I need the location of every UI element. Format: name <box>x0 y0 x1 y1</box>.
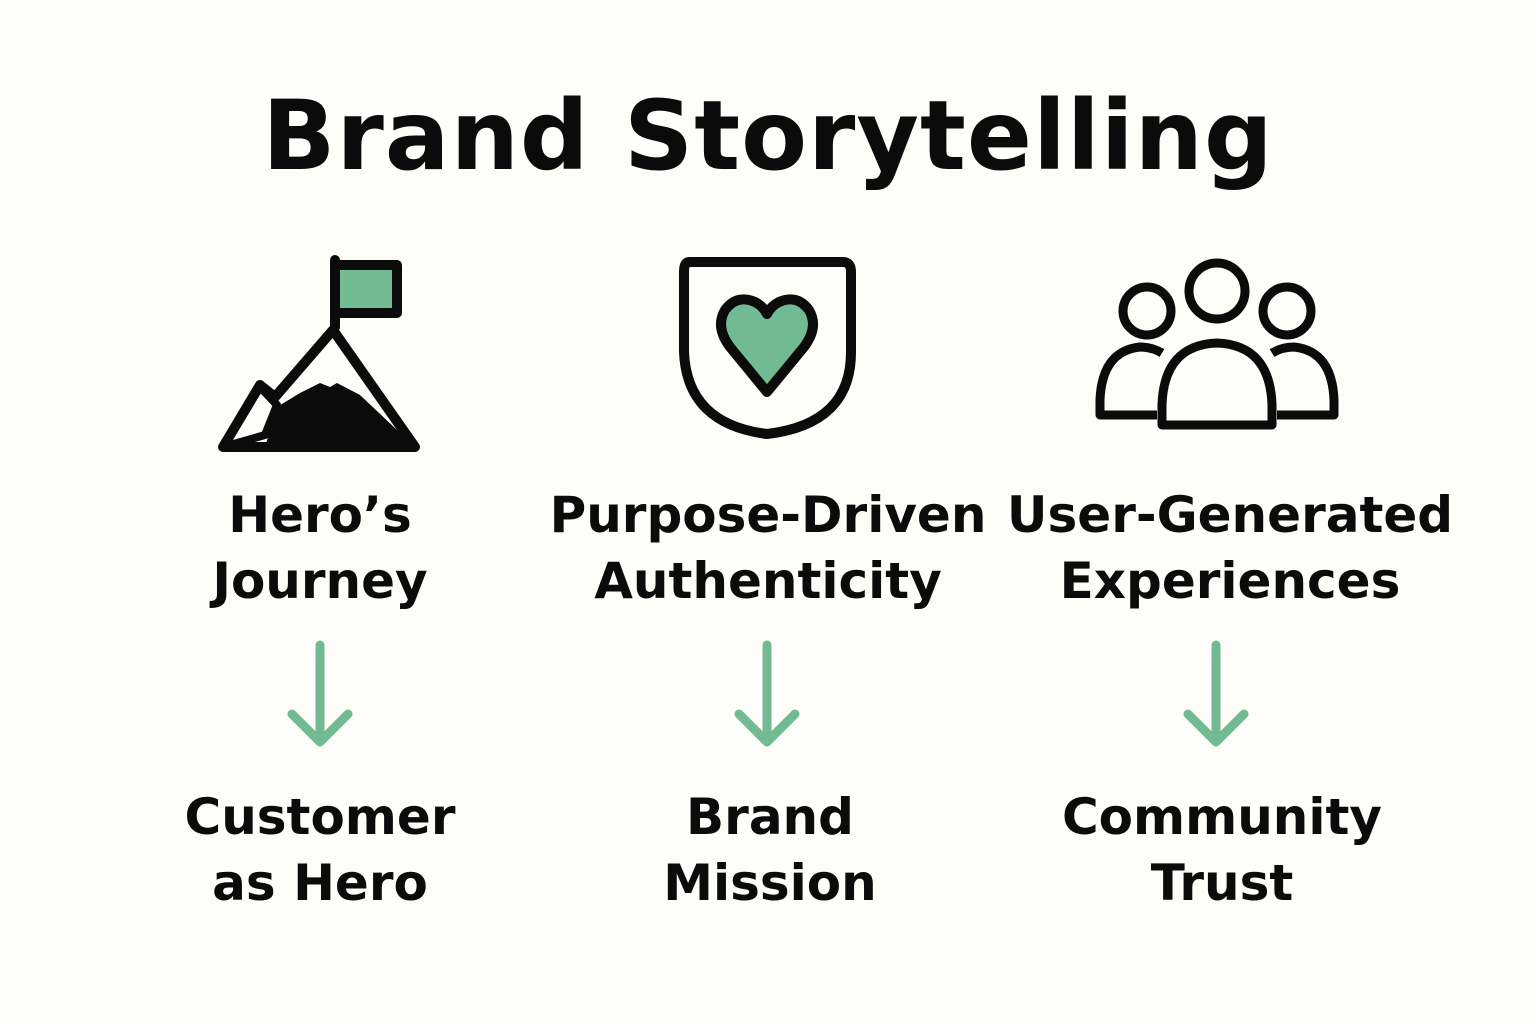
diagram-title: Brand Storytelling <box>262 80 1274 192</box>
customer-as-hero-label: Customer as Hero <box>80 784 560 916</box>
user-generated-label: User-Generated Experiences <box>990 482 1470 614</box>
arrow-down-icon <box>287 640 353 747</box>
brand-mission-label: Brand Mission <box>530 784 1010 916</box>
result-line: Customer <box>184 788 456 846</box>
shield-heart-icon <box>679 257 856 439</box>
result-line: Trust <box>1150 854 1294 912</box>
result-line: Mission <box>663 854 877 912</box>
mountain-flag-icon <box>218 255 420 452</box>
arrow-down-icon <box>734 640 800 747</box>
label-line: Experiences <box>1059 552 1401 610</box>
people-group-icon <box>1095 258 1339 430</box>
label-line: User-Generated <box>1006 486 1454 544</box>
label-line: Authenticity <box>594 552 942 610</box>
result-line: as Hero <box>212 854 428 912</box>
hero-journey-label: Hero’s Journey <box>80 482 560 614</box>
label-line: Purpose-Driven <box>549 486 987 544</box>
label-line: Hero’s <box>228 486 412 544</box>
purpose-driven-label: Purpose-Driven Authenticity <box>528 482 1008 614</box>
result-line: Brand <box>686 788 854 846</box>
arrow-down-icon <box>1183 640 1249 747</box>
community-trust-label: Community Trust <box>982 784 1462 916</box>
label-line: Journey <box>212 552 428 610</box>
result-line: Community <box>1061 788 1383 846</box>
